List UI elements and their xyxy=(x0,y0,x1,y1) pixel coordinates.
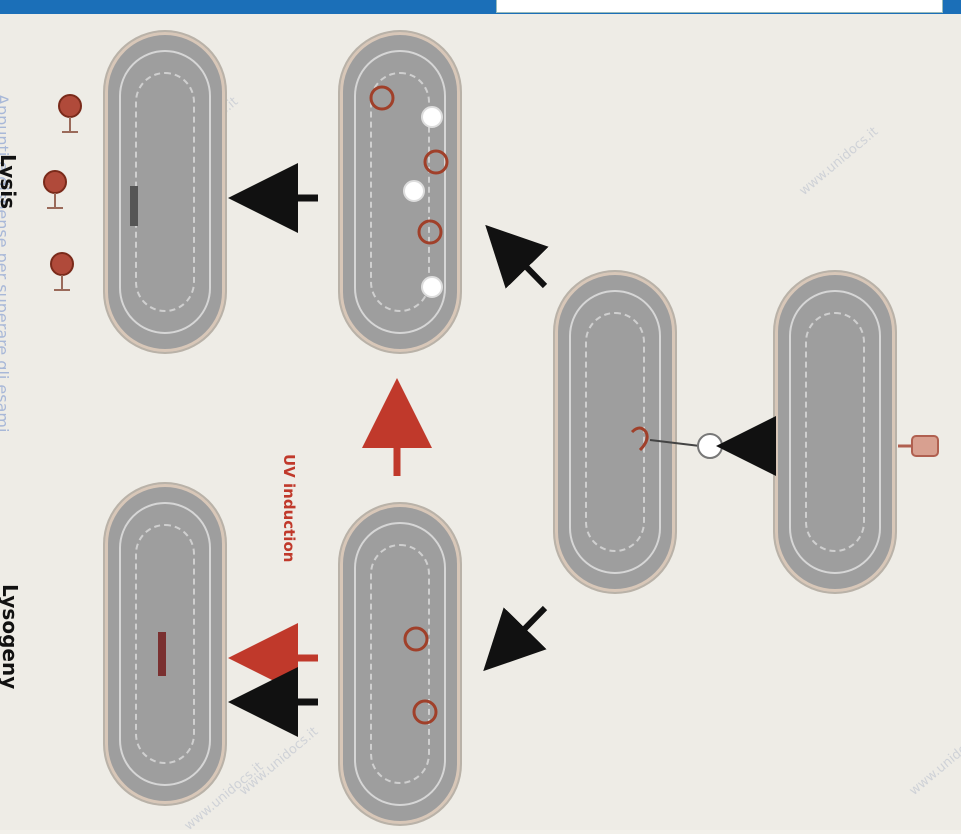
lysis-cell-band xyxy=(130,186,138,226)
released-phages xyxy=(44,95,81,290)
label-lysogeny: Lysogeny xyxy=(0,584,22,689)
lysogenic-phage-circles xyxy=(405,628,436,723)
top-bar xyxy=(0,0,961,14)
attaching-phage xyxy=(898,436,938,456)
label-lysis: Lysis xyxy=(0,154,20,209)
injected-phage-dna xyxy=(632,428,722,458)
arrow-infected-to-replicating xyxy=(502,242,545,286)
phage-particles-replicating xyxy=(371,87,447,297)
diagram-overlay xyxy=(0,14,961,830)
arrow-infected-to-lysogenic xyxy=(500,608,545,654)
top-bar-box xyxy=(496,0,943,13)
diagram-sheet: Appunti e dispense per superare gli esam… xyxy=(0,14,961,830)
label-uv-induction: UV induction xyxy=(280,454,298,562)
integrated-prophage xyxy=(158,632,166,676)
